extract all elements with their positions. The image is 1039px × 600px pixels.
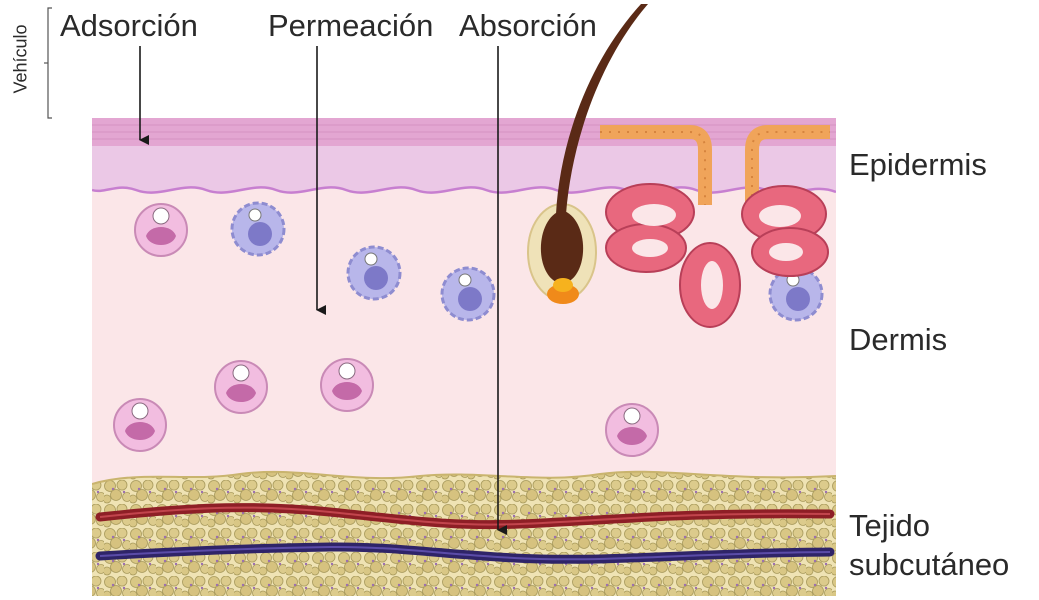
pink-cell: [215, 361, 267, 413]
pink-cell: [135, 204, 187, 256]
pink-cell: [321, 359, 373, 411]
epidermis-label: Epidermis: [849, 147, 987, 183]
subcutaneous-label-line2: subcutáneo: [849, 547, 1009, 583]
blue-cell: [232, 203, 284, 255]
adsorption-label: Adsorción: [60, 8, 198, 44]
dermis-label: Dermis: [849, 322, 947, 358]
epidermis-layer: [92, 145, 836, 193]
vehicle-label: Vehículo: [11, 32, 32, 94]
absorption-label: Absorción: [459, 8, 597, 44]
permeation-label: Permeación: [268, 8, 433, 44]
pink-cell: [114, 399, 166, 451]
blue-cell: [442, 268, 494, 320]
dermis-layer: [92, 185, 836, 485]
pink-cell: [606, 404, 658, 456]
blue-cell: [348, 247, 400, 299]
subcutaneous-fat: [92, 472, 836, 600]
vehicle-bracket: [44, 8, 52, 118]
subcutaneous-label-line1: Tejido: [849, 508, 930, 544]
